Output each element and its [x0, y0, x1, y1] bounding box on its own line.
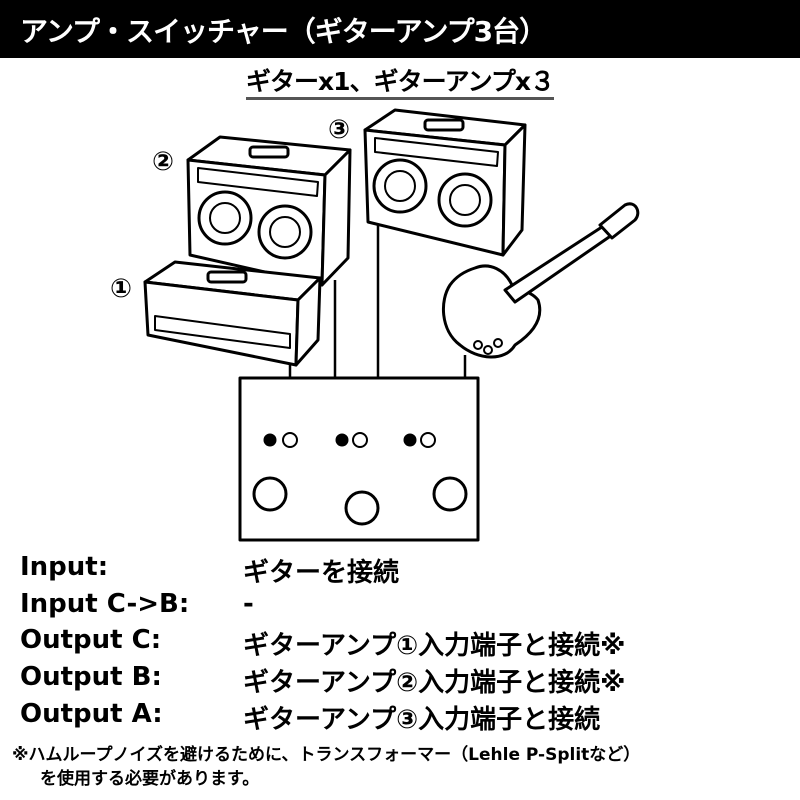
note-mark: ※ [600, 631, 626, 661]
port-label: Output C: [20, 625, 162, 655]
guitar-amp-1-head [143, 260, 322, 367]
subtitle: ギターx1、ギターアンプx３ [0, 62, 800, 100]
port-value: ギターアンプ①入力端子と接続※ [243, 625, 625, 662]
amp-label-1: ① [110, 274, 132, 304]
port-label: Output A: [20, 699, 163, 729]
guitar-amp-2 [186, 135, 352, 287]
port-value: ギターアンプ③入力端子と接続 [243, 705, 601, 735]
port-value: - [243, 589, 254, 619]
port-value: ギターアンプ②入力端子と接続※ [243, 662, 625, 699]
footnote-line-2: を使用する必要があります。 [40, 769, 260, 789]
port-value-text: ギターアンプ①入力端子と接続 [243, 631, 601, 661]
header-bar: アンプ・スイッチャー（ギターアンプ3台） [0, 0, 800, 58]
note-mark: ※ [600, 668, 626, 698]
amp-label-2: ② [152, 147, 174, 177]
subtitle-text: ギターx1、ギターアンプx３ [246, 67, 555, 100]
electric-guitar [441, 202, 640, 359]
port-label: Input: [20, 552, 109, 582]
port-value-text: ギターアンプ②入力端子と接続 [243, 668, 601, 698]
amp-label-3: ③ [328, 115, 350, 145]
port-label: Output B: [20, 662, 162, 692]
page-title: アンプ・スイッチャー（ギターアンプ3台） [20, 15, 547, 48]
guitar-amp-3 [363, 108, 527, 257]
amp-switcher-box [238, 376, 480, 542]
footswitch-a [432, 476, 468, 512]
footswitch-b [344, 490, 380, 526]
port-value: ギターを接続 [243, 558, 400, 588]
footswitch-c [252, 476, 288, 512]
port-label: Input C->B: [20, 589, 190, 619]
footnote-line-1: ※ハムループノイズを避けるために、トランスフォーマー（Lehle P-Split… [12, 745, 641, 765]
